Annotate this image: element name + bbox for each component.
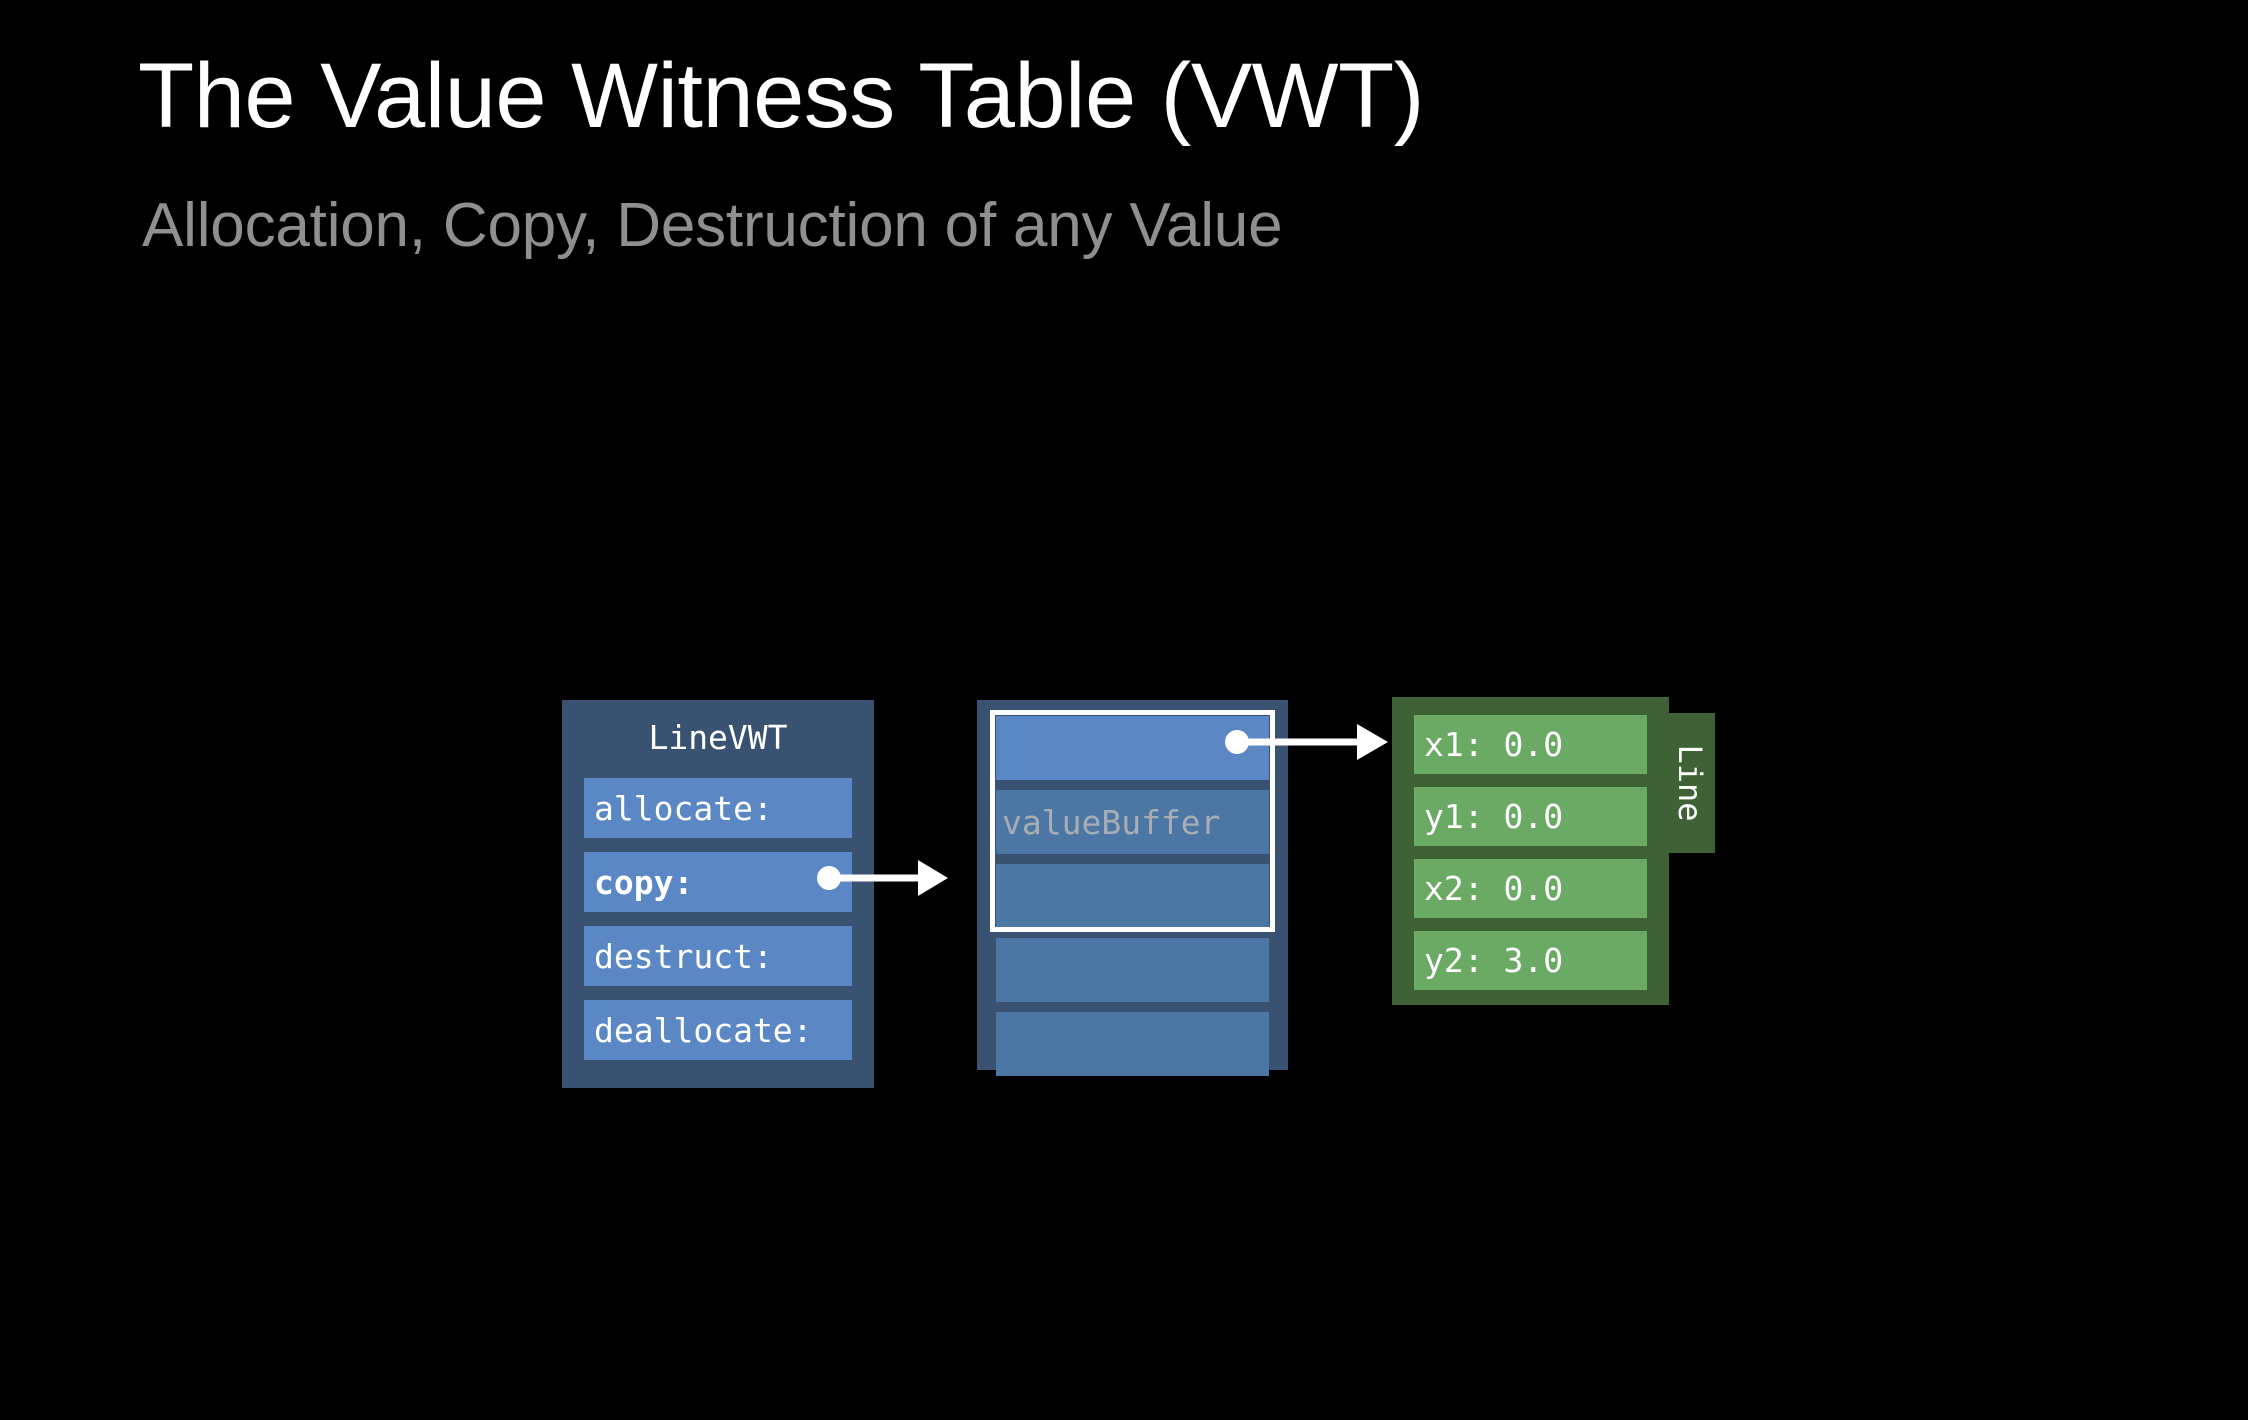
value-buffer-slot-0[interactable] xyxy=(996,716,1269,780)
line-field-y2[interactable]: y2: 3.0 xyxy=(1414,931,1647,990)
value-buffer-label: valueBuffer xyxy=(1002,802,1221,842)
vwt-row-label: destruct: xyxy=(594,936,773,976)
vwt-row-label: deallocate: xyxy=(594,1010,813,1050)
line-type-tab: Line xyxy=(1665,713,1715,853)
value-buffer-slot-2[interactable] xyxy=(996,864,1269,928)
vwt-row-allocate[interactable]: allocate: xyxy=(584,778,852,838)
page-subtitle: Allocation, Copy, Destruction of any Val… xyxy=(142,191,1283,260)
vwt-row-list: allocate: copy: destruct: deallocate: xyxy=(584,778,852,1074)
vwt-row-destruct[interactable]: destruct: xyxy=(584,926,852,986)
line-field-text: x2: 0.0 xyxy=(1424,869,1564,908)
value-buffer-slot-list: valueBuffer xyxy=(996,716,1269,1086)
line-value-box: x1: 0.0 y1: 0.0 x2: 0.0 y2: 3.0 xyxy=(1392,697,1669,1005)
vwt-row-copy[interactable]: copy: xyxy=(584,852,852,912)
page-title: The Value Witness Table (VWT) xyxy=(138,45,1424,147)
value-buffer-box: valueBuffer xyxy=(977,700,1288,1076)
line-field-y1[interactable]: y1: 0.0 xyxy=(1414,787,1647,846)
line-type-label: Line xyxy=(1671,744,1709,822)
line-field-text: x1: 0.0 xyxy=(1424,725,1564,764)
value-buffer-slot-1[interactable]: valueBuffer xyxy=(996,790,1269,854)
line-field-x2[interactable]: x2: 0.0 xyxy=(1414,859,1647,918)
vwt-table-box: LineVWT allocate: copy: destruct: deallo… xyxy=(562,700,874,1088)
vwt-row-label: allocate: xyxy=(594,788,773,828)
vwt-row-deallocate[interactable]: deallocate: xyxy=(584,1000,852,1060)
vwt-row-label: copy: xyxy=(594,862,694,902)
line-field-text: y2: 3.0 xyxy=(1424,941,1564,980)
value-buffer-slot-3[interactable] xyxy=(996,938,1269,1002)
line-field-list: x1: 0.0 y1: 0.0 x2: 0.0 y2: 3.0 xyxy=(1414,715,1647,1003)
value-buffer-slot-4[interactable] xyxy=(996,1012,1269,1076)
line-field-text: y1: 0.0 xyxy=(1424,797,1564,836)
line-field-x1[interactable]: x1: 0.0 xyxy=(1414,715,1647,774)
vwt-table-title: LineVWT xyxy=(648,718,788,757)
